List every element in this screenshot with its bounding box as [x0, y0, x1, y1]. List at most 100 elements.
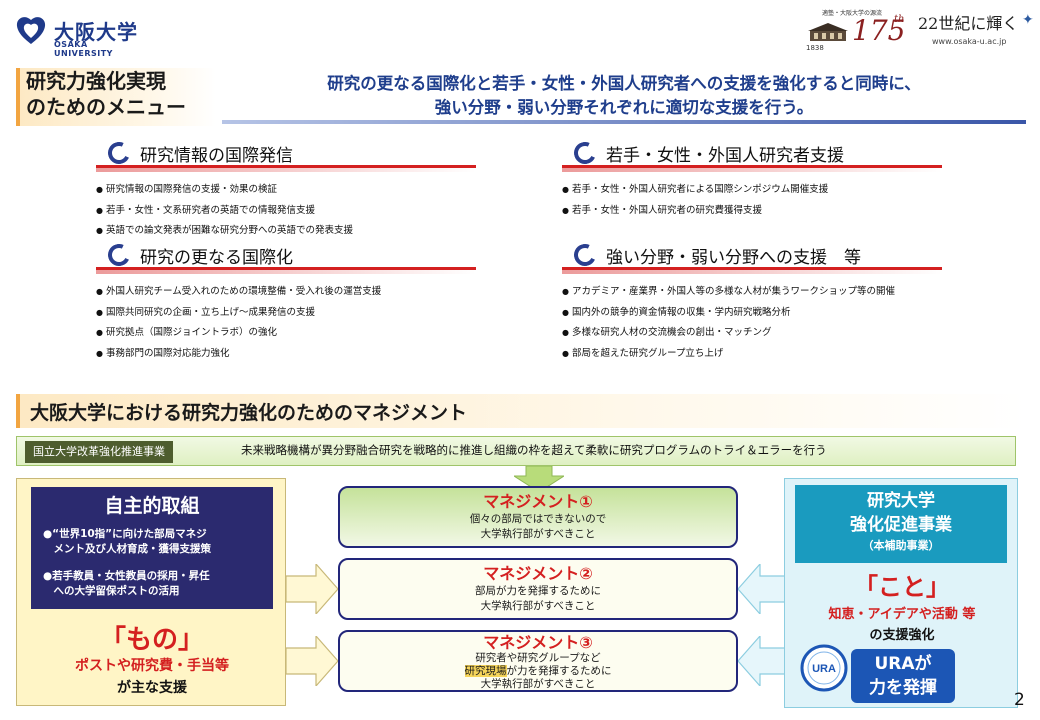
block-bullet-list: 研究情報の国際発信の支援・効果の検証 若手・女性・文系研究者の英語での情報発信支… [96, 180, 476, 242]
voluntary-initiatives-box: 自主的取組 ●“世界10指”に向けた部局マネジ メント及び人材育成・獲得支援策 … [31, 487, 273, 609]
block-title: 強い分野・弱い分野への支援 等 [606, 248, 861, 268]
management-box-line-highlighted: 研究現場が力を発揮するために [340, 665, 736, 678]
block-title: 研究の更なる国際化 [140, 248, 293, 268]
mission-statement: 研究の更なる国際化と若手・女性・外国人研究者への支援を強化すると同時に、 強い分… [222, 72, 1026, 120]
block-header: 研究情報の国際発信 [96, 138, 476, 172]
program-title-line2: 強化促進事業 [850, 515, 952, 535]
right-arrow-icon [286, 564, 338, 614]
mono-label: 「もの」 [99, 625, 204, 655]
ring-icon [570, 138, 600, 168]
banner-text: 未来戦略機構が異分野融合研究を戦略的に推進し組織の枠を超えて柔軟に研究プログラム… [241, 443, 827, 457]
university-name: 大阪大学 [54, 20, 138, 44]
management-box-title: マネジメント② [483, 564, 593, 583]
mission-underline [222, 120, 1026, 124]
management-box-line-rest: が力を発揮するために [506, 665, 612, 677]
initiative-item: メント及び人材育成・獲得支援策 [43, 543, 211, 555]
menu-section-title: 研究力強化実現 のためのメニュー [16, 68, 216, 126]
menu-block-internationalization: 研究の更なる国際化 外国人研究チーム受入れのための環境整備・受入れ後の運営支援 … [96, 240, 476, 364]
ring-icon [570, 240, 600, 270]
list-item: 外国人研究チーム受入れのための環境整備・受入れ後の運営支援 [96, 282, 476, 303]
menu-block-strong-weak-fields: 強い分野・弱い分野への支援 等 アカデミア・産業界・外国人等の多様な人材が集うワ… [562, 240, 942, 364]
century-text: 22世紀に輝く [918, 14, 1019, 33]
left-arrow-icon [738, 636, 786, 686]
ura-badge-line1: URAが [874, 654, 932, 674]
list-item: 若手・女性・外国人研究者の研究費獲得支援 [562, 201, 942, 222]
ring-icon [104, 240, 134, 270]
ura-logo-icon: URA [800, 644, 848, 692]
management-box-1: マネジメント① 個々の部局ではできないので 大学執行部がすべきこと [338, 486, 738, 548]
block-bullet-list: 外国人研究チーム受入れのための環境整備・受入れ後の運営支援 国際共同研究の企画・… [96, 282, 476, 364]
ura-badge: URAが 力を発揮 [851, 649, 955, 703]
list-item: 研究拠点（国際ジョイントラボ）の強化 [96, 323, 476, 344]
voluntary-initiatives-title: 自主的取組 [104, 495, 200, 517]
management-box-line: 大学執行部がすべきこと [480, 678, 596, 690]
menu-title-line1: 研究力強化実現 [26, 69, 166, 93]
research-university-program-panel: 研究大学 強化促進事業 （本補助事業） 「こと」 知恵・アイデアや活動 等 の支… [784, 478, 1018, 708]
reform-program-banner: 国立大学改革強化推進事業 未来戦略機構が異分野融合研究を戦略的に推進し組織の枠を… [16, 436, 1016, 466]
block-title: 研究情報の国際発信 [140, 146, 293, 166]
management-box-line: 部局が力を発揮するために [475, 585, 601, 597]
list-item: 事務部門の国際対応能力強化 [96, 344, 476, 365]
ring-icon [104, 138, 134, 168]
menu-title-line2: のためのメニュー [26, 95, 186, 119]
century-slogan: 22世紀に輝く ✦ www.osaka-u.ac.jp [918, 10, 1036, 54]
voluntary-initiatives-panel: 自主的取組 ●“世界10指”に向けた部局マネジ メント及び人材育成・獲得支援策 … [16, 478, 286, 706]
banner-label: 国立大学改革強化推進事業 [25, 441, 173, 463]
menu-block-international-dissemination: 研究情報の国際発信 研究情報の国際発信の支援・効果の検証 若手・女性・文系研究者… [96, 138, 476, 242]
management-box-line: 大学執行部がすべきこと [480, 600, 596, 612]
mission-line2: 強い分野・弱い分野それぞれに適切な支援を行う。 [434, 98, 814, 117]
program-title-line3: （本補助事業） [862, 539, 940, 552]
tekijuku-building-icon [808, 23, 848, 41]
list-item: 国内外の競争的資金情報の収集・学内研究戦略分析 [562, 303, 942, 324]
block-bullet-list: アカデミア・産業界・外国人等の多様な人材が集うワークショップ等の開催 国内外の競… [562, 282, 942, 364]
management-title: 大阪大学における研究力強化のためのマネジメント [30, 402, 468, 424]
sparkle-icon: ✦ [1022, 12, 1034, 28]
management-box-2: マネジメント② 部局が力を発揮するために 大学執行部がすべきこと [338, 558, 738, 620]
highlight-research-field: 研究現場 [464, 665, 507, 677]
research-university-program-box: 研究大学 強化促進事業 （本補助事業） [795, 485, 1007, 563]
list-item: 若手・女性・文系研究者の英語での情報発信支援 [96, 201, 476, 222]
management-section-title: 大阪大学における研究力強化のためのマネジメント [16, 394, 1026, 428]
anniversary-number: 175 [852, 14, 906, 47]
list-item: 若手・女性・外国人研究者による国際シンポジウム開催支援 [562, 180, 942, 201]
list-item: 国際共同研究の企画・立ち上げ～成果発信の支援 [96, 303, 476, 324]
koto-description: 知恵・アイデアや活動 等 [828, 607, 976, 622]
right-arrow-icon [286, 636, 338, 686]
anniversary-suffix: th [894, 14, 905, 25]
mission-line1: 研究の更なる国際化と若手・女性・外国人研究者への支援を強化すると同時に、 [327, 74, 921, 93]
mono-description: ポストや研究費・手当等 [75, 658, 229, 674]
management-box-line: 大学執行部がすべきこと [480, 528, 596, 540]
initiative-item: ●“世界10指”に向けた部局マネジ [43, 528, 207, 540]
website-url[interactable]: www.osaka-u.ac.jp [932, 37, 1007, 46]
koto-label: 「こと」 [854, 573, 950, 601]
list-item: アカデミア・産業界・外国人等の多様な人材が集うワークショップ等の開催 [562, 282, 942, 303]
left-arrow-icon [738, 564, 786, 614]
list-item: 英語での論文発表が困難な研究分野への英語での発表支援 [96, 221, 476, 242]
management-box-3: マネジメント③ 研究者や研究グループなど 研究現場が力を発揮するために 大学執行… [338, 630, 738, 692]
ura-badge-line2: 力を発揮 [869, 678, 937, 698]
management-box-title: マネジメント③ [483, 633, 593, 652]
block-bullet-list: 若手・女性・外国人研究者による国際シンポジウム開催支援 若手・女性・外国人研究者… [562, 180, 942, 221]
anniversary-caption: 適塾・大阪大学の源流 [822, 10, 883, 17]
management-box-title: マネジメント① [483, 492, 593, 511]
block-header: 若手・女性・外国人研究者支援 [562, 138, 942, 172]
program-title-line1: 研究大学 [867, 491, 935, 511]
initiative-item: への大学留保ポストの活用 [43, 585, 180, 597]
university-name-en: OSAKA UNIVERSITY [54, 40, 113, 58]
mono-description-2: が主な支援 [117, 680, 187, 696]
anniversary-logo: 適塾・大阪大学の源流 1838 175 th [802, 8, 912, 54]
university-emblem-icon [16, 17, 46, 44]
down-arrow-icon [514, 466, 564, 492]
koto-description-2: の支援強化 [869, 628, 935, 643]
osaka-university-logo: 大阪大学 OSAKA UNIVERSITY [14, 14, 144, 58]
list-item: 部局を超えた研究グループ立ち上げ [562, 344, 942, 365]
block-header: 強い分野・弱い分野への支援 等 [562, 240, 942, 274]
initiative-item: ●若手教員・女性教員の採用・昇任 [43, 570, 210, 582]
page-number: 2 [1014, 690, 1025, 710]
list-item: 多様な研究人材の交流機会の創出・マッチング [562, 323, 942, 344]
menu-block-researcher-support: 若手・女性・外国人研究者支援 若手・女性・外国人研究者による国際シンポジウム開催… [562, 138, 942, 221]
ura-logo-text: URA [812, 663, 836, 675]
anniversary-year: 1838 [806, 44, 824, 52]
management-box-line: 研究者や研究グループなど [475, 652, 601, 664]
block-header: 研究の更なる国際化 [96, 240, 476, 274]
